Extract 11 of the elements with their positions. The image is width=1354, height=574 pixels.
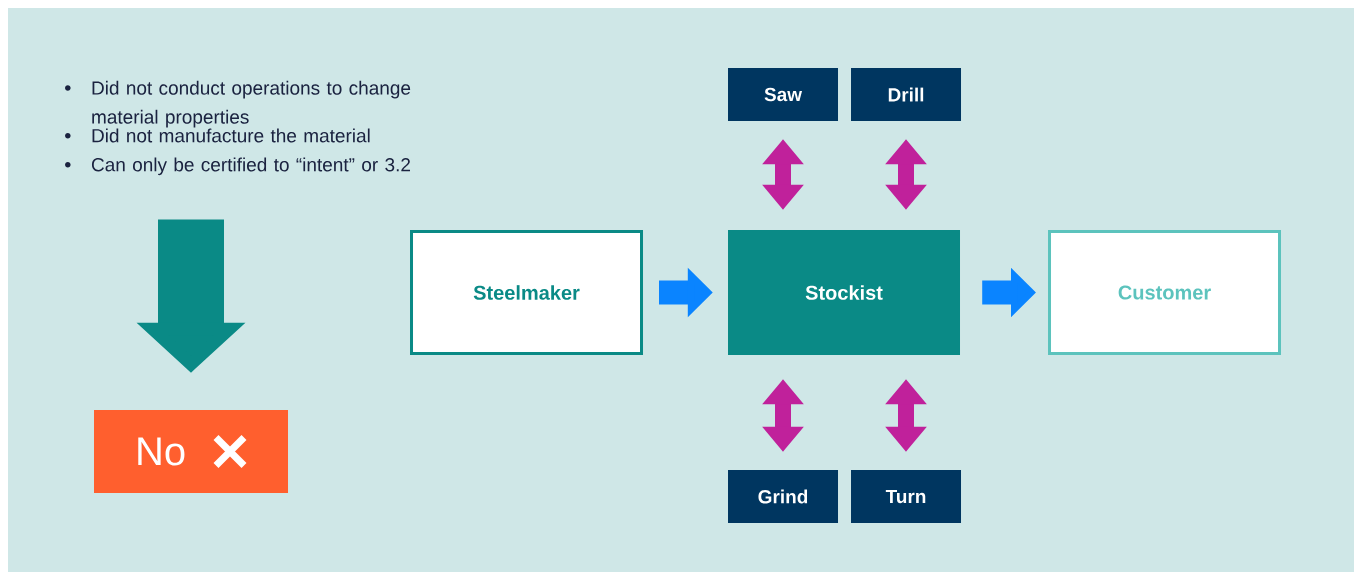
- operation-box: Turn: [851, 470, 961, 523]
- bullet-item: Did not manufacture the material: [92, 128, 370, 143]
- result-box: No: [94, 410, 288, 493]
- operation-box: Drill: [851, 68, 961, 121]
- process-box: Customer: [1048, 230, 1281, 355]
- operation-box: Grind: [728, 470, 838, 523]
- process-box: Steelmaker: [410, 230, 643, 355]
- operation-box: Saw: [728, 68, 838, 121]
- bullet-item: Did not conduct operations to change material properties: [92, 80, 411, 128]
- process-box: Stockist: [728, 230, 960, 355]
- bullet-item: Can only be certified to “intent” or 3.2: [91, 157, 410, 176]
